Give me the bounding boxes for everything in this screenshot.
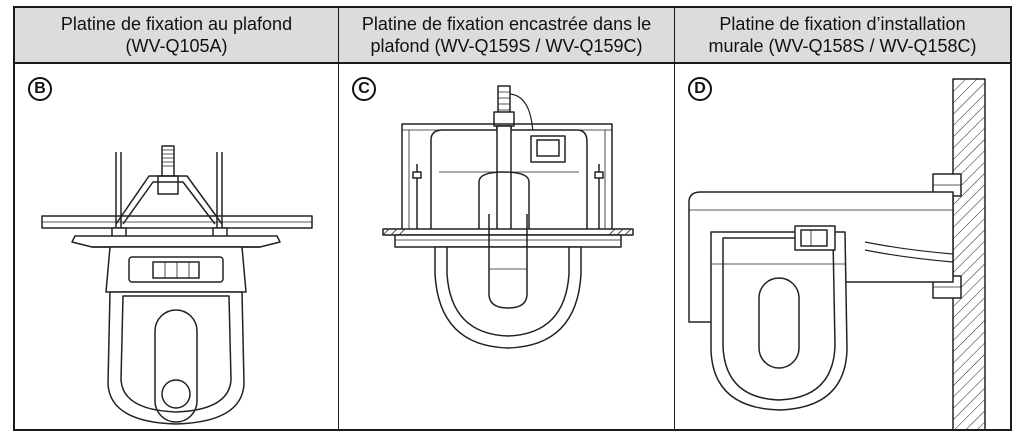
cell-embedded-ceiling-mount: C (339, 64, 675, 429)
header-wall-mount: Platine de fixation d’installation mural… (675, 8, 1010, 64)
header-title-line1: Platine de fixation au plafond (60, 14, 293, 34)
badge-b: B (28, 77, 52, 101)
cell-ceiling-mount: B (15, 64, 339, 429)
badge-d: D (688, 77, 712, 101)
header-title-line1: Platine de fixation d’installation (719, 14, 966, 34)
ceiling-mount-illustration (41, 145, 313, 425)
header-title-line2: murale (WV-Q158S / WV-Q158C) (708, 36, 977, 56)
badge-c: C (352, 77, 376, 101)
embedded-ceiling-mount-illustration (382, 85, 634, 349)
header-ceiling-mount: Platine de fixation au plafond (WV-Q105A… (15, 8, 339, 64)
header-title-line2: (WV-Q105A) (125, 36, 228, 56)
mounting-bracket-table: Platine de fixation au plafond (WV-Q105A… (13, 6, 1012, 431)
wall-mount-illustration (688, 78, 986, 429)
header-embedded-ceiling-mount: Platine de fixation encastrée dans le pl… (339, 8, 675, 64)
cell-wall-mount: D (675, 64, 1010, 429)
header-title-line1: Platine de fixation encastrée dans le (361, 14, 652, 34)
header-title-line2: plafond (WV-Q159S / WV-Q159C) (370, 36, 643, 56)
